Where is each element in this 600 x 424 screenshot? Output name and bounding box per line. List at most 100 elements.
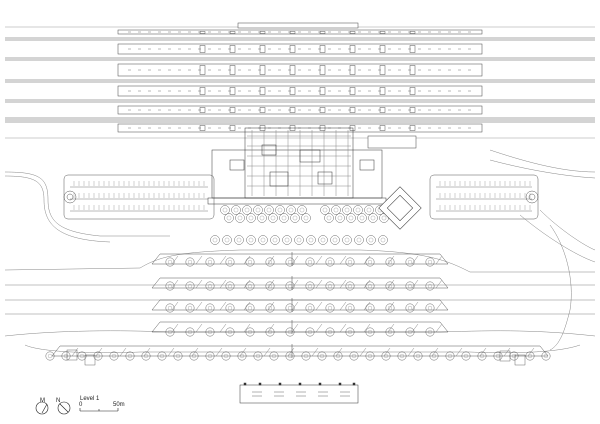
- tree-core: [63, 353, 69, 359]
- tree-canopy: [297, 205, 307, 215]
- bus-bay-island: [151, 321, 449, 333]
- parking-ramp-core: [66, 193, 74, 201]
- tree-canopy: [285, 327, 295, 337]
- tree-core: [281, 215, 287, 221]
- tree-core: [167, 305, 173, 311]
- tree-canopy: [189, 351, 199, 361]
- tree-core: [267, 305, 273, 311]
- tree-core: [366, 207, 372, 213]
- tree-core: [207, 329, 213, 335]
- canopy-column: [318, 382, 322, 386]
- bus-bay-marking: [411, 279, 419, 289]
- bus-bay-marking: [315, 279, 323, 289]
- platform-kiosk: [199, 31, 206, 34]
- tree-canopy: [429, 351, 439, 361]
- platform-kiosk: [349, 31, 356, 34]
- platform-kiosk: [409, 31, 416, 34]
- road-edge: [489, 149, 596, 173]
- tree-core: [267, 329, 273, 335]
- tree-canopy: [109, 351, 119, 361]
- tree-canopy: [541, 351, 551, 361]
- tree-core: [367, 259, 373, 265]
- tree-core: [127, 353, 133, 359]
- platform-kiosk: [409, 87, 416, 95]
- tree-core: [296, 237, 302, 243]
- tree-core: [175, 353, 181, 359]
- platform-kiosk: [289, 87, 296, 95]
- tree-core: [244, 207, 250, 213]
- tree-canopy: [381, 351, 391, 361]
- bus-bay-marking: [171, 255, 179, 265]
- platform-kiosk: [199, 65, 206, 75]
- bus-bay-island: [151, 277, 449, 289]
- tree-canopy: [305, 303, 315, 313]
- tree-core: [236, 237, 242, 243]
- tower-outer: [378, 186, 422, 230]
- tree-canopy: [333, 351, 343, 361]
- tree-canopy: [345, 327, 355, 337]
- bus-bay-marking: [243, 323, 251, 333]
- bus-bay-marking: [387, 279, 395, 289]
- tree-core: [543, 353, 549, 359]
- bus-bay-marking: [219, 301, 227, 311]
- tree-canopy: [445, 351, 455, 361]
- train-platforms: [117, 22, 483, 149]
- tree-core: [248, 237, 254, 243]
- tree-core: [191, 353, 197, 359]
- tree-core: [381, 215, 387, 221]
- bus-bay-marking: [167, 347, 175, 357]
- platform-kiosk: [319, 65, 326, 75]
- tree-canopy: [220, 205, 230, 215]
- platform-kiosk: [259, 87, 266, 95]
- bus-bay-marking: [219, 323, 227, 333]
- tree-core: [266, 207, 272, 213]
- bus-bay-marking: [363, 323, 371, 333]
- tree-canopy: [365, 257, 375, 267]
- bus-bay-marking: [411, 255, 419, 265]
- tree-core: [167, 329, 173, 335]
- platform-kiosk: [379, 45, 386, 53]
- tree-canopy: [285, 257, 295, 267]
- tree-canopy: [173, 351, 183, 361]
- tree-canopy: [242, 205, 252, 215]
- tree-core: [407, 305, 413, 311]
- platform-kiosk: [409, 65, 416, 75]
- tree-core: [427, 305, 433, 311]
- bus-bay-island: [151, 299, 449, 311]
- bus-bay-marking: [435, 301, 443, 311]
- tree-canopy: [253, 351, 263, 361]
- bus-bay-marking: [219, 279, 227, 289]
- station-building: [207, 127, 387, 205]
- tree-canopy: [246, 213, 256, 223]
- tree-core: [370, 215, 376, 221]
- tree-canopy: [509, 351, 519, 361]
- platform-kiosk: [319, 107, 326, 113]
- tree-core: [207, 305, 213, 311]
- tree-core: [224, 237, 230, 243]
- tree-canopy: [305, 327, 315, 337]
- tree-canopy: [225, 257, 235, 267]
- hall-room: [229, 159, 245, 171]
- hall-room: [261, 144, 277, 156]
- bus-bay-marking: [195, 301, 203, 311]
- platform-kiosk: [349, 107, 356, 113]
- tree-core: [307, 283, 313, 289]
- tree-canopy: [364, 205, 374, 215]
- north-letter-m: M: [40, 398, 45, 404]
- tree-core: [407, 259, 413, 265]
- tree-canopy: [185, 281, 195, 291]
- tree-core: [260, 237, 266, 243]
- tree-canopy: [165, 257, 175, 267]
- tree-canopy: [269, 351, 279, 361]
- tree-canopy: [268, 213, 278, 223]
- tree-core: [292, 215, 298, 221]
- tree-core: [308, 237, 314, 243]
- platform-kiosk: [319, 45, 326, 53]
- tree-canopy: [45, 351, 55, 361]
- tree-canopy: [185, 257, 195, 267]
- platform-kiosk: [199, 87, 206, 95]
- platform-kiosk: [229, 65, 236, 75]
- bus-bay-marking: [503, 347, 511, 357]
- tree-core: [303, 215, 309, 221]
- tree-canopy: [245, 257, 255, 267]
